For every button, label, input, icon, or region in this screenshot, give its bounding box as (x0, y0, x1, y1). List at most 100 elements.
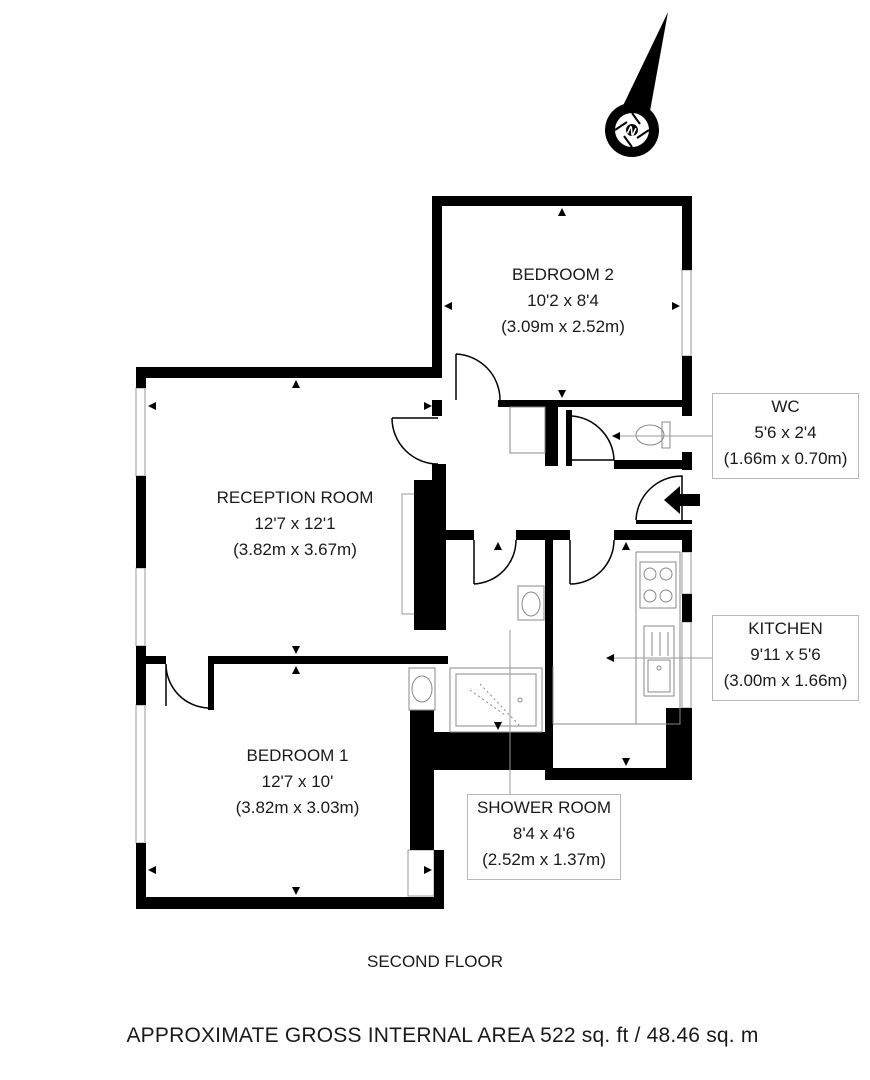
room-label-bedroom-2: BEDROOM 2 10'2 x 8'4 (3.09m x 2.52m) (478, 262, 648, 340)
wall-kitchen-top (614, 530, 692, 540)
room-metric: (3.82m x 3.67m) (233, 540, 357, 559)
window-bedroom2-right (681, 269, 692, 357)
hob-icon (639, 561, 677, 609)
wall-door-bed1-jamb (208, 656, 214, 710)
area-label: APPROXIMATE GROSS INTERNAL AREA 522 sq. … (126, 1024, 759, 1047)
basin-shower-icon (517, 585, 545, 621)
cupboard-hall (509, 406, 546, 454)
room-name: BEDROOM 2 (511, 265, 615, 284)
arrow-wc-left (612, 432, 620, 440)
arrow-bed1-top (292, 666, 300, 674)
basin-bedroom1-icon (408, 667, 436, 711)
measure-lines (509, 435, 712, 794)
window-reception-left (135, 387, 146, 477)
arrow-kitchen-left (606, 654, 614, 662)
arrow-shower-top (494, 542, 502, 550)
room-imperial: 8'4 x 4'6 (512, 824, 576, 843)
room-imperial: 10'2 x 8'4 (527, 291, 599, 310)
arrow-bed2-left (444, 302, 452, 310)
door-entrance (635, 475, 683, 521)
arrow-bed1-bottom (292, 887, 300, 895)
room-name: BEDROOM 1 (246, 746, 349, 765)
wall-reception-left-b (136, 476, 146, 568)
wall-reception-right (414, 480, 446, 630)
room-name: SHOWER ROOM (476, 798, 612, 817)
door-reception (391, 417, 439, 465)
arrow-bed2-right (672, 302, 680, 310)
wall-bedroom2-right-lower (682, 356, 692, 416)
wall-bedroom1-right-lower (434, 850, 444, 909)
wall-shower-right (545, 540, 553, 770)
arrow-bed1-right (424, 866, 432, 874)
room-metric: (2.52m x 1.37m) (482, 850, 606, 869)
wall-chimney-stub (432, 464, 446, 484)
floor-label: SECOND FLOOR (366, 952, 504, 971)
arrow-rec-top (292, 380, 300, 388)
compass-icon: N (605, 12, 668, 157)
wall-reception-left-a (136, 367, 146, 388)
wall-bedroom2-left (432, 196, 442, 378)
wall-door-jamb (432, 400, 442, 416)
room-label-shower: SHOWER ROOM 8'4 x 4'6 (2.52m x 1.37m) (467, 794, 621, 880)
wall-wc-left (545, 404, 558, 466)
arrow-rec-right (424, 402, 432, 410)
room-imperial: 9'11 x 5'6 (750, 645, 821, 664)
arrow-bed2-top (558, 208, 566, 216)
fixtures (408, 406, 681, 733)
arrow-kitchen-bottom (622, 758, 630, 766)
room-metric: (3.09m x 2.52m) (501, 317, 625, 336)
room-metric: (3.82m x 3.03m) (235, 798, 360, 817)
wall-reception-left-c (136, 646, 146, 705)
dimension-arrows (148, 208, 680, 895)
wall-shower-top-right (516, 530, 570, 540)
room-imperial: 5'6 x 2'4 (754, 423, 817, 442)
room-name: RECEPTION ROOM (216, 488, 374, 507)
window-kitchen-right (681, 551, 692, 595)
wall-wc-bottom (614, 460, 692, 469)
arrow-bed2-bottom (558, 390, 566, 398)
door-swings (165, 353, 683, 709)
wall-wc-left-thin (566, 410, 572, 466)
chimney-breast (401, 493, 416, 615)
window-bedroom1-left (135, 704, 146, 844)
arrow-kitchen-top (622, 542, 630, 550)
wall-bed1-divider-left (136, 656, 166, 664)
room-label-kitchen: KITCHEN 9'11 x 5'6 (3.00m x 1.66m) (712, 615, 859, 701)
wall-bedroom2-top (432, 196, 692, 206)
room-metric: (3.00m x 1.66m) (723, 671, 848, 690)
wall-shower-top-left (446, 530, 474, 540)
door-bedroom1 (165, 663, 209, 709)
room-imperial: 12'7 x 10' (261, 772, 334, 791)
toilet-icon (635, 421, 671, 449)
arrow-bed1-left (148, 866, 156, 874)
arrow-rec-left (148, 402, 156, 410)
kitchen-counter (552, 551, 681, 725)
room-name: KITCHEN (748, 619, 823, 638)
wall-entrance-bottom (636, 520, 692, 524)
wall-bed1-divider-right (208, 656, 448, 664)
walls (136, 196, 700, 909)
room-name: WC (771, 397, 800, 416)
door-kitchen (569, 539, 615, 585)
wall-bedroom1-bottom (136, 897, 444, 909)
room-imperial: 12'7 x 12'1 (254, 514, 336, 533)
compass-needle (620, 12, 668, 122)
wall-shower-bottom (434, 732, 552, 770)
window-kitchen-right-lower (681, 621, 692, 709)
wall-bedroom1-right (410, 710, 434, 850)
room-label-bedroom-1: BEDROOM 1 12'7 x 10' (3.82m x 3.03m) (200, 743, 395, 821)
wall-reception-top (136, 367, 442, 378)
wall-wc-right (682, 452, 692, 470)
wall-kitchen-bottom (545, 768, 692, 780)
wall-bedroom2-right-upper (682, 196, 692, 270)
door-shower (473, 539, 517, 585)
room-label-reception: RECEPTION ROOM 12'7 x 12'1 (3.82m x 3.67… (190, 485, 400, 563)
door-wc (571, 415, 615, 461)
room-metric: (1.66m x 0.70m) (723, 449, 848, 468)
wall-kitchen-right-a (682, 530, 692, 552)
arrow-rec-bottom (292, 646, 300, 654)
arrow-shower-bottom (494, 722, 502, 730)
bedroom1-alcove (407, 849, 435, 897)
window-reception-left-lower (135, 567, 146, 647)
